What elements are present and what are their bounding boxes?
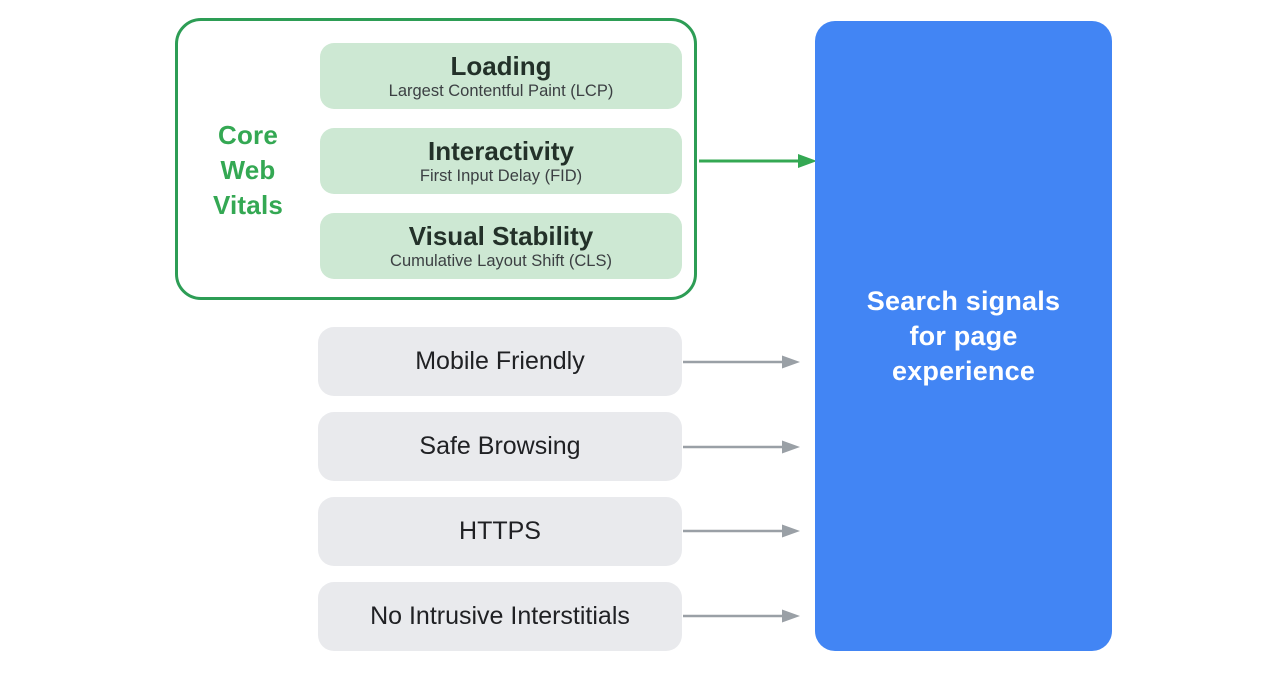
- vital-title: Loading: [450, 50, 552, 81]
- core-web-vitals-label: Core Web Vitals: [212, 120, 284, 220]
- search-signals-result-box: Search signals for page experience: [815, 21, 1112, 651]
- arrow-mobile-friendly: [683, 355, 800, 369]
- arrow-https: [683, 524, 800, 538]
- signal-label: No Intrusive Interstitials: [370, 602, 630, 630]
- vital-pill-visual-stability: Visual Stability Cumulative Layout Shift…: [320, 213, 682, 279]
- search-signals-result-label: Search signals for page experience: [866, 285, 1061, 386]
- signal-label: Safe Browsing: [419, 432, 581, 460]
- vital-subtitle: First Input Delay (FID): [419, 166, 583, 185]
- signal-pill-safe-browsing: Safe Browsing: [318, 412, 682, 481]
- signal-label: HTTPS: [459, 517, 541, 545]
- vital-title: Interactivity: [428, 135, 574, 166]
- vital-title: Visual Stability: [408, 220, 594, 251]
- vital-pill-loading: Loading Largest Contentful Paint (LCP): [320, 43, 682, 109]
- vital-pill-interactivity: Interactivity First Input Delay (FID): [320, 128, 682, 194]
- signal-pill-no-intrusive-interstitials: No Intrusive Interstitials: [318, 582, 682, 651]
- arrow-safe-browsing: [683, 440, 800, 454]
- vital-subtitle: Largest Contentful Paint (LCP): [388, 81, 614, 100]
- arrow-no-intrusive-interstitials: [683, 609, 800, 623]
- signal-pill-mobile-friendly: Mobile Friendly: [318, 327, 682, 396]
- signal-pill-https: HTTPS: [318, 497, 682, 566]
- signal-label: Mobile Friendly: [415, 347, 585, 375]
- vital-subtitle: Cumulative Layout Shift (CLS): [390, 251, 612, 270]
- arrow-core-web-vitals: [699, 154, 817, 168]
